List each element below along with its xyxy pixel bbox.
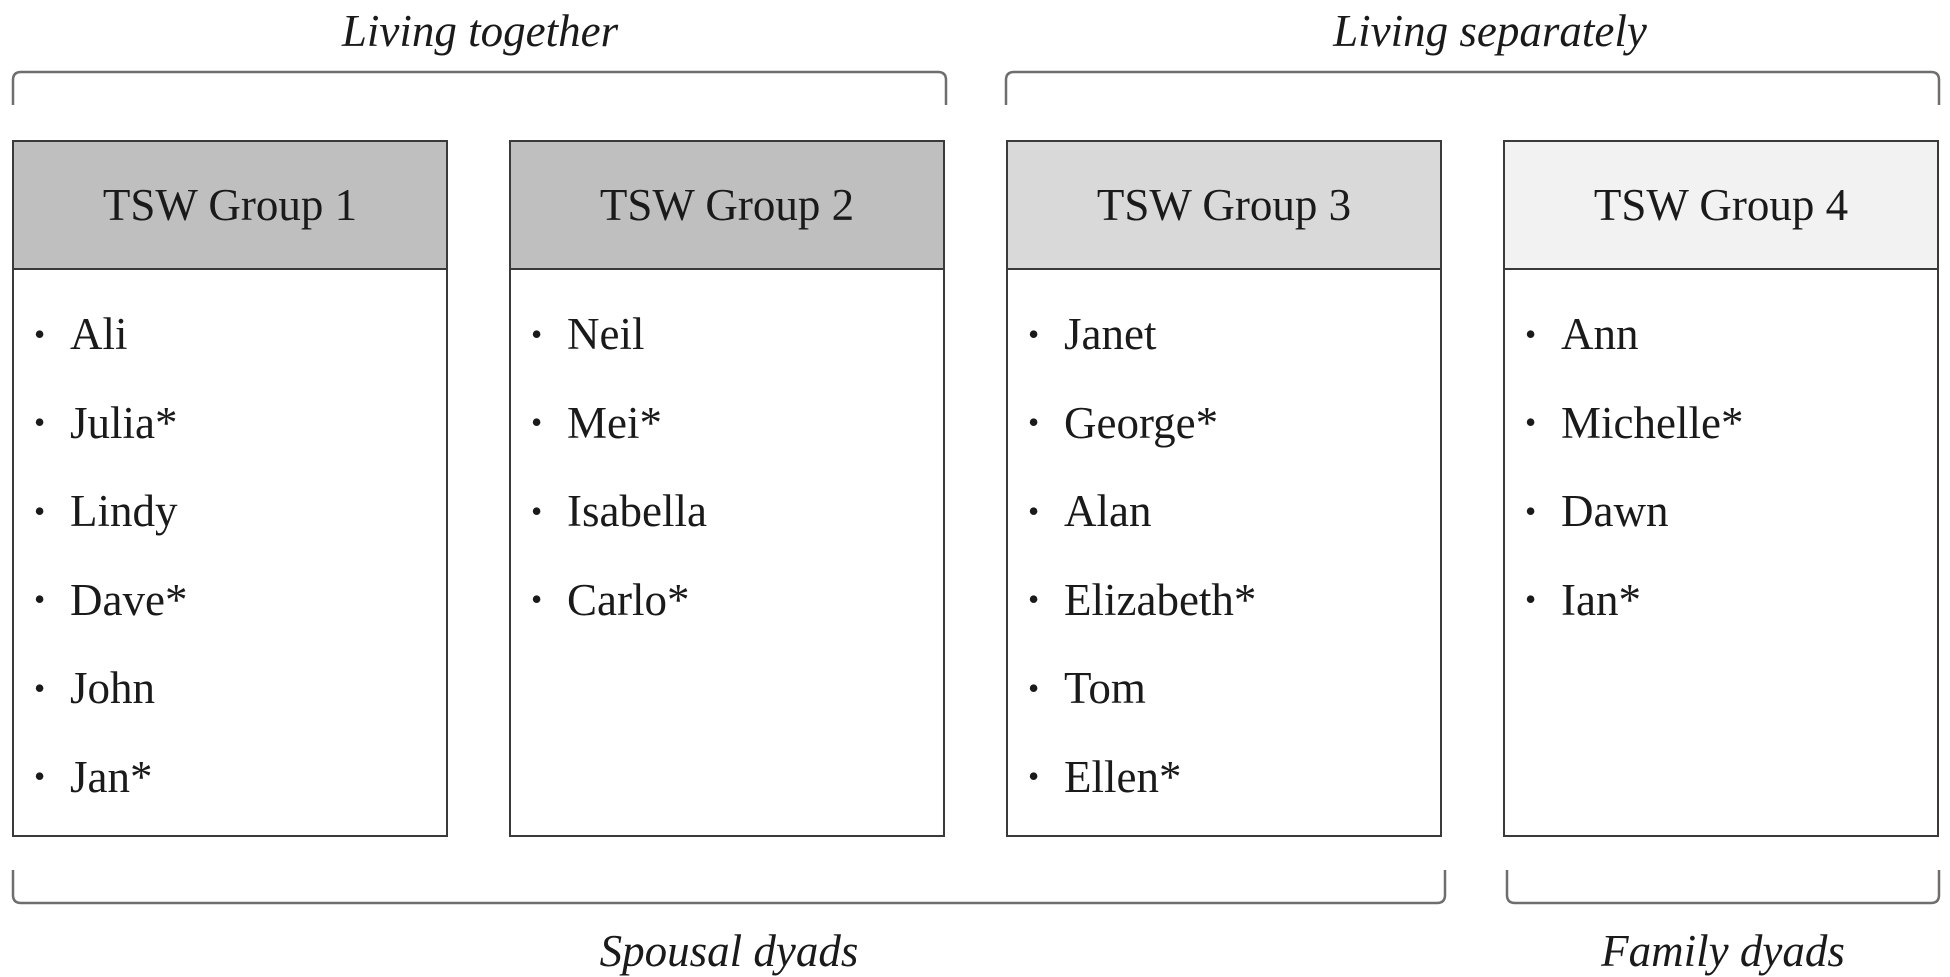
- label-living-separately: Living separately: [1333, 6, 1647, 56]
- bullet-icon: •: [531, 581, 543, 618]
- bullet-icon: •: [531, 315, 543, 352]
- bracket-living-separately: [1004, 70, 1941, 105]
- bullet-icon: •: [1028, 669, 1040, 706]
- tsw-group-1-members: • Ali • Julia* • Lindy • Dave* • John • Jan*: [14, 270, 446, 821]
- bullet-icon: •: [1028, 404, 1040, 441]
- member-item: • John: [34, 644, 446, 733]
- tsw-group-4-header: TSW Group 4: [1505, 142, 1937, 270]
- member-item: • Carlo*: [531, 556, 943, 645]
- member-name: George*: [1064, 397, 1219, 448]
- bullet-icon: •: [1525, 404, 1537, 441]
- tsw-group-1-title: TSW Group 1: [102, 180, 358, 230]
- bullet-icon: •: [34, 581, 46, 618]
- bullet-icon: •: [531, 404, 543, 441]
- bullet-icon: •: [1028, 758, 1040, 795]
- tsw-group-4-members: • Ann • Michelle* • Dawn • Ian*: [1505, 270, 1937, 644]
- tsw-group-1-box: TSW Group 1 • Ali • Julia* • Lindy • Dave* •…: [12, 140, 448, 837]
- member-name: Janet: [1064, 309, 1157, 360]
- tsw-group-2-header: TSW Group 2: [511, 142, 943, 270]
- member-item: • Lindy: [34, 467, 446, 556]
- member-name: Jan*: [70, 751, 153, 802]
- member-item: • Mei*: [531, 379, 943, 468]
- member-name: Tom: [1064, 663, 1146, 714]
- member-item: • George*: [1028, 379, 1440, 468]
- bullet-icon: •: [34, 669, 46, 706]
- member-item: • Ann: [1525, 290, 1937, 379]
- member-name: John: [70, 663, 156, 714]
- bullet-icon: •: [1525, 581, 1537, 618]
- member-name: Elizabeth*: [1064, 574, 1257, 625]
- bullet-icon: •: [1028, 492, 1040, 529]
- bullet-icon: •: [34, 315, 46, 352]
- member-name: Lindy: [70, 486, 178, 537]
- bullet-icon: •: [1525, 492, 1537, 529]
- label-family-dyads: Family dyads: [1601, 926, 1845, 976]
- member-item: • Alan: [1028, 467, 1440, 556]
- member-item: • Isabella: [531, 467, 943, 556]
- tsw-group-2-box: TSW Group 2 • Neil • Mei* • Isabella • Carlo…: [509, 140, 945, 837]
- member-name: Isabella: [567, 486, 707, 537]
- member-name: Ann: [1561, 309, 1639, 360]
- bracket-living-together: [11, 70, 948, 105]
- bullet-icon: •: [1028, 581, 1040, 618]
- tsw-group-4-box: TSW Group 4 • Ann • Michelle* • Dawn • Ian*: [1503, 140, 1939, 837]
- member-item: • Dawn: [1525, 467, 1937, 556]
- tsw-group-3-box: TSW Group 3 • Janet • George* • Alan • Eliza…: [1006, 140, 1442, 837]
- member-item: • Janet: [1028, 290, 1440, 379]
- member-name: Mei*: [567, 397, 662, 448]
- member-name: Neil: [567, 309, 645, 360]
- member-name: Dawn: [1561, 486, 1669, 537]
- member-item: • Michelle*: [1525, 379, 1937, 468]
- bullet-icon: •: [531, 492, 543, 529]
- member-name: Ellen*: [1064, 751, 1182, 802]
- tsw-group-3-members: • Janet • George* • Alan • Elizabeth* • Tom •…: [1008, 270, 1440, 821]
- label-spousal-dyads: Spousal dyads: [599, 926, 859, 976]
- member-item: • Neil: [531, 290, 943, 379]
- bullet-icon: •: [34, 492, 46, 529]
- member-item: • Julia*: [34, 379, 446, 468]
- tsw-group-1-header: TSW Group 1: [14, 142, 446, 270]
- bullet-icon: •: [1028, 315, 1040, 352]
- tsw-group-2-members: • Neil • Mei* • Isabella • Carlo*: [511, 270, 943, 644]
- member-name: Michelle*: [1561, 397, 1744, 448]
- member-name: Ali: [70, 309, 128, 360]
- member-item: • Ellen*: [1028, 733, 1440, 822]
- label-living-together: Living together: [341, 6, 619, 56]
- bracket-spousal-dyads: [11, 870, 1447, 905]
- tsw-group-4-title: TSW Group 4: [1593, 180, 1849, 230]
- member-item: • Tom: [1028, 644, 1440, 733]
- member-name: Ian*: [1561, 574, 1641, 625]
- member-item: • Dave*: [34, 556, 446, 645]
- tsw-group-2-title: TSW Group 2: [599, 180, 855, 230]
- bracket-family-dyads: [1505, 870, 1941, 905]
- member-item: • Ali: [34, 290, 446, 379]
- bullet-icon: •: [34, 404, 46, 441]
- bullet-icon: •: [1525, 315, 1537, 352]
- tsw-group-3-header: TSW Group 3: [1008, 142, 1440, 270]
- bullet-icon: •: [34, 758, 46, 795]
- member-name: Alan: [1064, 486, 1152, 537]
- member-name: Julia*: [70, 397, 178, 448]
- member-name: Carlo*: [567, 574, 690, 625]
- member-item: • Elizabeth*: [1028, 556, 1440, 645]
- member-name: Dave*: [70, 574, 188, 625]
- member-item: • Ian*: [1525, 556, 1937, 645]
- tsw-group-3-title: TSW Group 3: [1096, 180, 1352, 230]
- member-item: • Jan*: [34, 733, 446, 822]
